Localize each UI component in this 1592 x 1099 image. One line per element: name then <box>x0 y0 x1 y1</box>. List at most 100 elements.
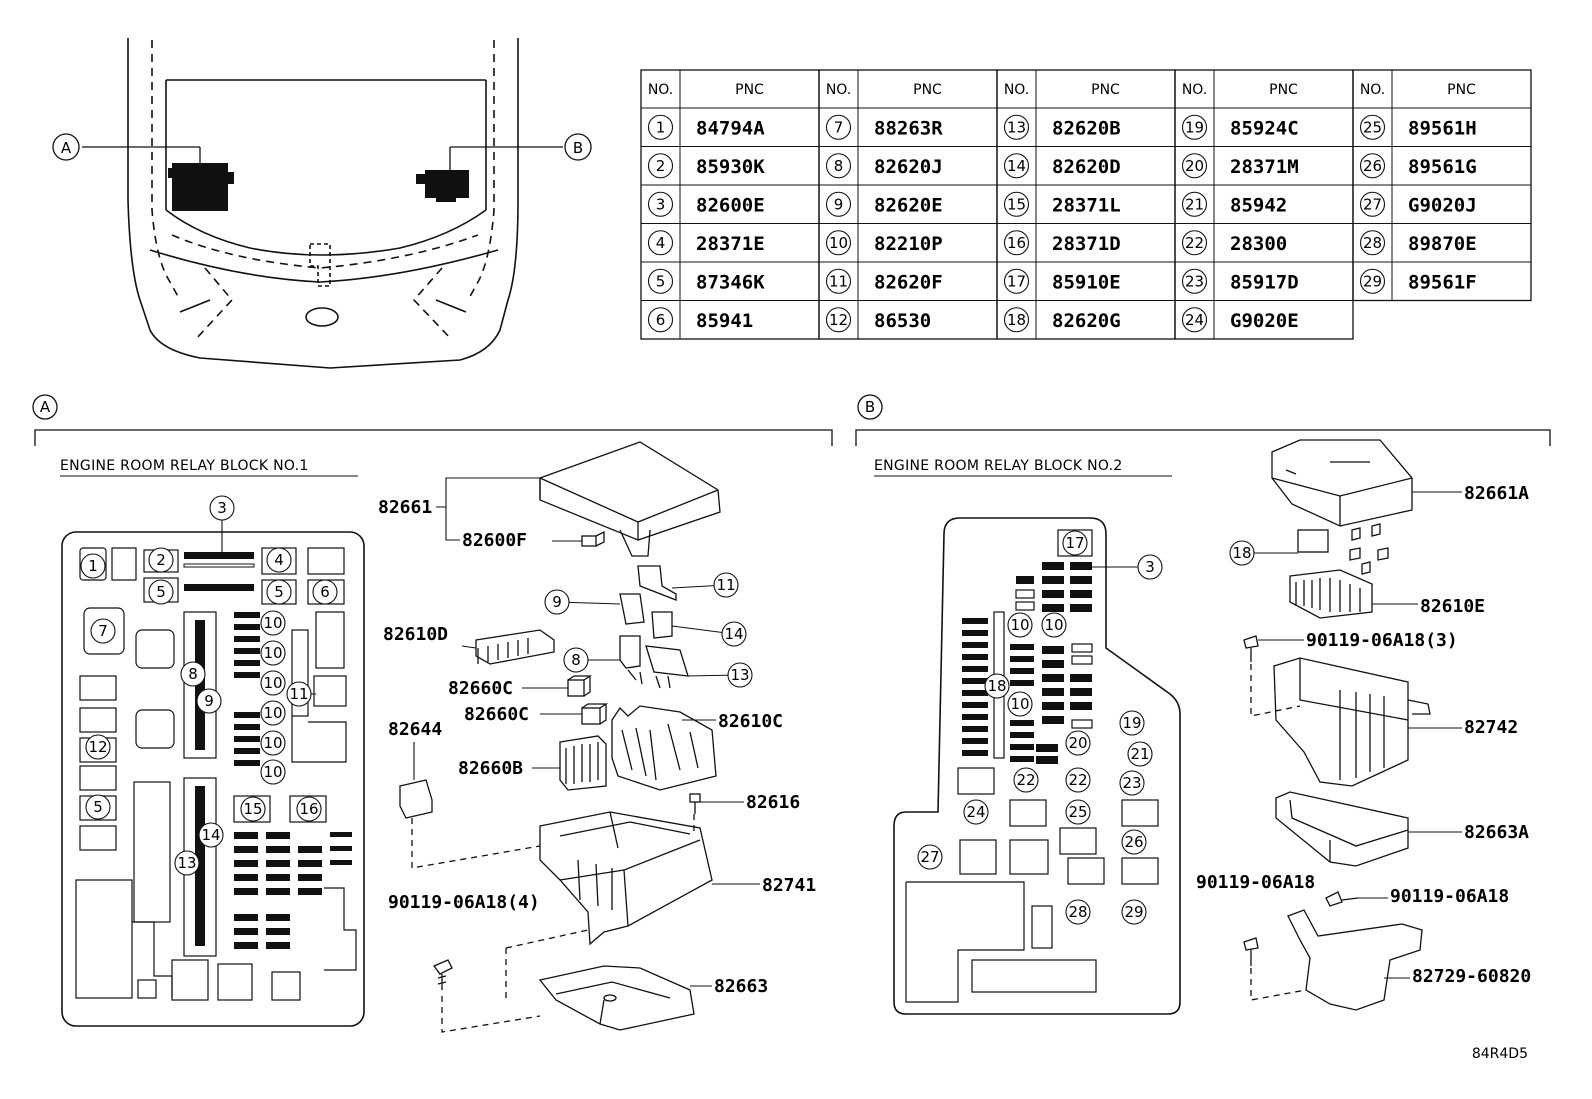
row-number-circle <box>825 307 852 333</box>
svg-text:A: A <box>61 139 72 157</box>
row-pnc: 89561F <box>1408 271 1477 293</box>
row-number: 27 <box>1363 195 1382 213</box>
callout-number: 10 <box>1044 616 1063 634</box>
part-label-p82616: 82616 <box>746 792 800 813</box>
row-pnc: 84794A <box>696 117 765 139</box>
callout-number: 9 <box>552 593 562 611</box>
header-no: NO. <box>1360 82 1385 98</box>
header-pnc: PNC <box>1447 82 1476 98</box>
callout-circle <box>196 688 222 714</box>
callout-number: 14 <box>724 625 743 643</box>
callout-circle <box>80 553 106 579</box>
callout-circle <box>85 734 111 760</box>
row-number: 23 <box>1185 272 1204 290</box>
part-label-p82600F: 82600F <box>462 530 527 551</box>
row-pnc: 28371M <box>1230 156 1299 178</box>
callout-number: 22 <box>1016 771 1035 789</box>
callout-circle <box>721 621 747 647</box>
callout-number: 3 <box>217 499 227 517</box>
callout-circle <box>1007 691 1033 717</box>
callout-number: 6 <box>320 583 330 601</box>
row-number: 10 <box>829 234 848 252</box>
row-number-circle <box>1003 307 1030 333</box>
row-number: 2 <box>656 157 666 175</box>
callout-circle <box>1119 710 1145 736</box>
row-number: 13 <box>1007 118 1026 136</box>
part-label-p90119_b: 90119-06A18 <box>1390 886 1509 907</box>
row-number: 29 <box>1363 272 1382 290</box>
row-number: 28 <box>1363 234 1382 252</box>
row-number: 17 <box>1007 272 1026 290</box>
callout-number: 22 <box>1068 771 1087 789</box>
callout-circle <box>174 850 200 876</box>
callout-circle <box>1121 899 1147 925</box>
callout-circle <box>1119 770 1145 796</box>
callout-circle <box>260 730 286 756</box>
callout-circle <box>286 681 312 707</box>
part-label-p82663: 82663 <box>714 976 768 997</box>
part-label-p82610E: 82610E <box>1420 596 1485 617</box>
callout-circle <box>1121 829 1147 855</box>
engine-room-block-b-location <box>416 146 563 202</box>
row-number: 5 <box>656 272 666 290</box>
callout-number: 12 <box>88 738 107 756</box>
callout-number: 13 <box>177 854 196 872</box>
callout-number: 24 <box>966 803 985 821</box>
callout-number: 17 <box>1065 534 1084 552</box>
row-pnc: 85924C <box>1230 117 1299 139</box>
callout-circle <box>180 661 206 687</box>
callout-circle <box>209 495 235 521</box>
row-number-circle <box>825 153 852 179</box>
view-b-marker-top: B <box>564 133 592 161</box>
callout-circle <box>85 794 111 820</box>
row-number-circle <box>1003 153 1030 179</box>
row-number: 4 <box>656 234 666 252</box>
callout-number: 10 <box>263 704 282 722</box>
row-number: 18 <box>1007 311 1026 329</box>
row-number-circle <box>1003 230 1030 256</box>
row-number: 14 <box>1007 157 1026 175</box>
row-number-circle <box>825 230 852 256</box>
row-number: 24 <box>1185 311 1204 329</box>
row-pnc: 28371L <box>1052 194 1121 216</box>
callout-number: 16 <box>299 800 318 818</box>
row-pnc: 88263R <box>874 117 943 139</box>
callout-circle <box>1013 767 1039 793</box>
row-number: 25 <box>1363 118 1382 136</box>
callout-number: 10 <box>263 763 282 781</box>
row-number: 26 <box>1363 157 1382 175</box>
row-number-circle <box>1181 153 1208 179</box>
row-number: 8 <box>834 157 844 175</box>
row-number-circle <box>647 153 674 179</box>
part-label-p82660B: 82660B <box>458 758 523 779</box>
row-pnc: 89561H <box>1408 117 1477 139</box>
row-number: 12 <box>829 311 848 329</box>
header-no: NO. <box>648 82 673 98</box>
callout-number: 2 <box>156 551 166 569</box>
callout-number: 5 <box>156 583 166 601</box>
callout-number: 26 <box>1124 833 1143 851</box>
callout-circle <box>266 579 292 605</box>
row-number-circle <box>1181 191 1208 217</box>
row-number: 7 <box>834 118 844 136</box>
header-pnc: PNC <box>1269 82 1298 98</box>
row-pnc: 28300 <box>1230 233 1287 255</box>
header-no: NO. <box>1004 82 1029 98</box>
part-label-p82661: 82661 <box>378 497 432 518</box>
row-number-circle <box>1003 191 1030 217</box>
row-number-circle <box>1181 307 1208 333</box>
callout-circle <box>1065 767 1091 793</box>
row-pnc: 28371E <box>696 233 765 255</box>
callout-number: 20 <box>1068 734 1087 752</box>
row-pnc: G9020E <box>1230 310 1299 332</box>
row-number-circle <box>825 191 852 217</box>
callout-circle <box>917 844 943 870</box>
row-number-circle <box>1181 230 1208 256</box>
callout-circle <box>260 640 286 666</box>
header-pnc: PNC <box>735 82 764 98</box>
header-pnc: PNC <box>1091 82 1120 98</box>
section-b-header: B ENGINE ROOM RELAY BLOCK NO.2 <box>855 394 1551 477</box>
